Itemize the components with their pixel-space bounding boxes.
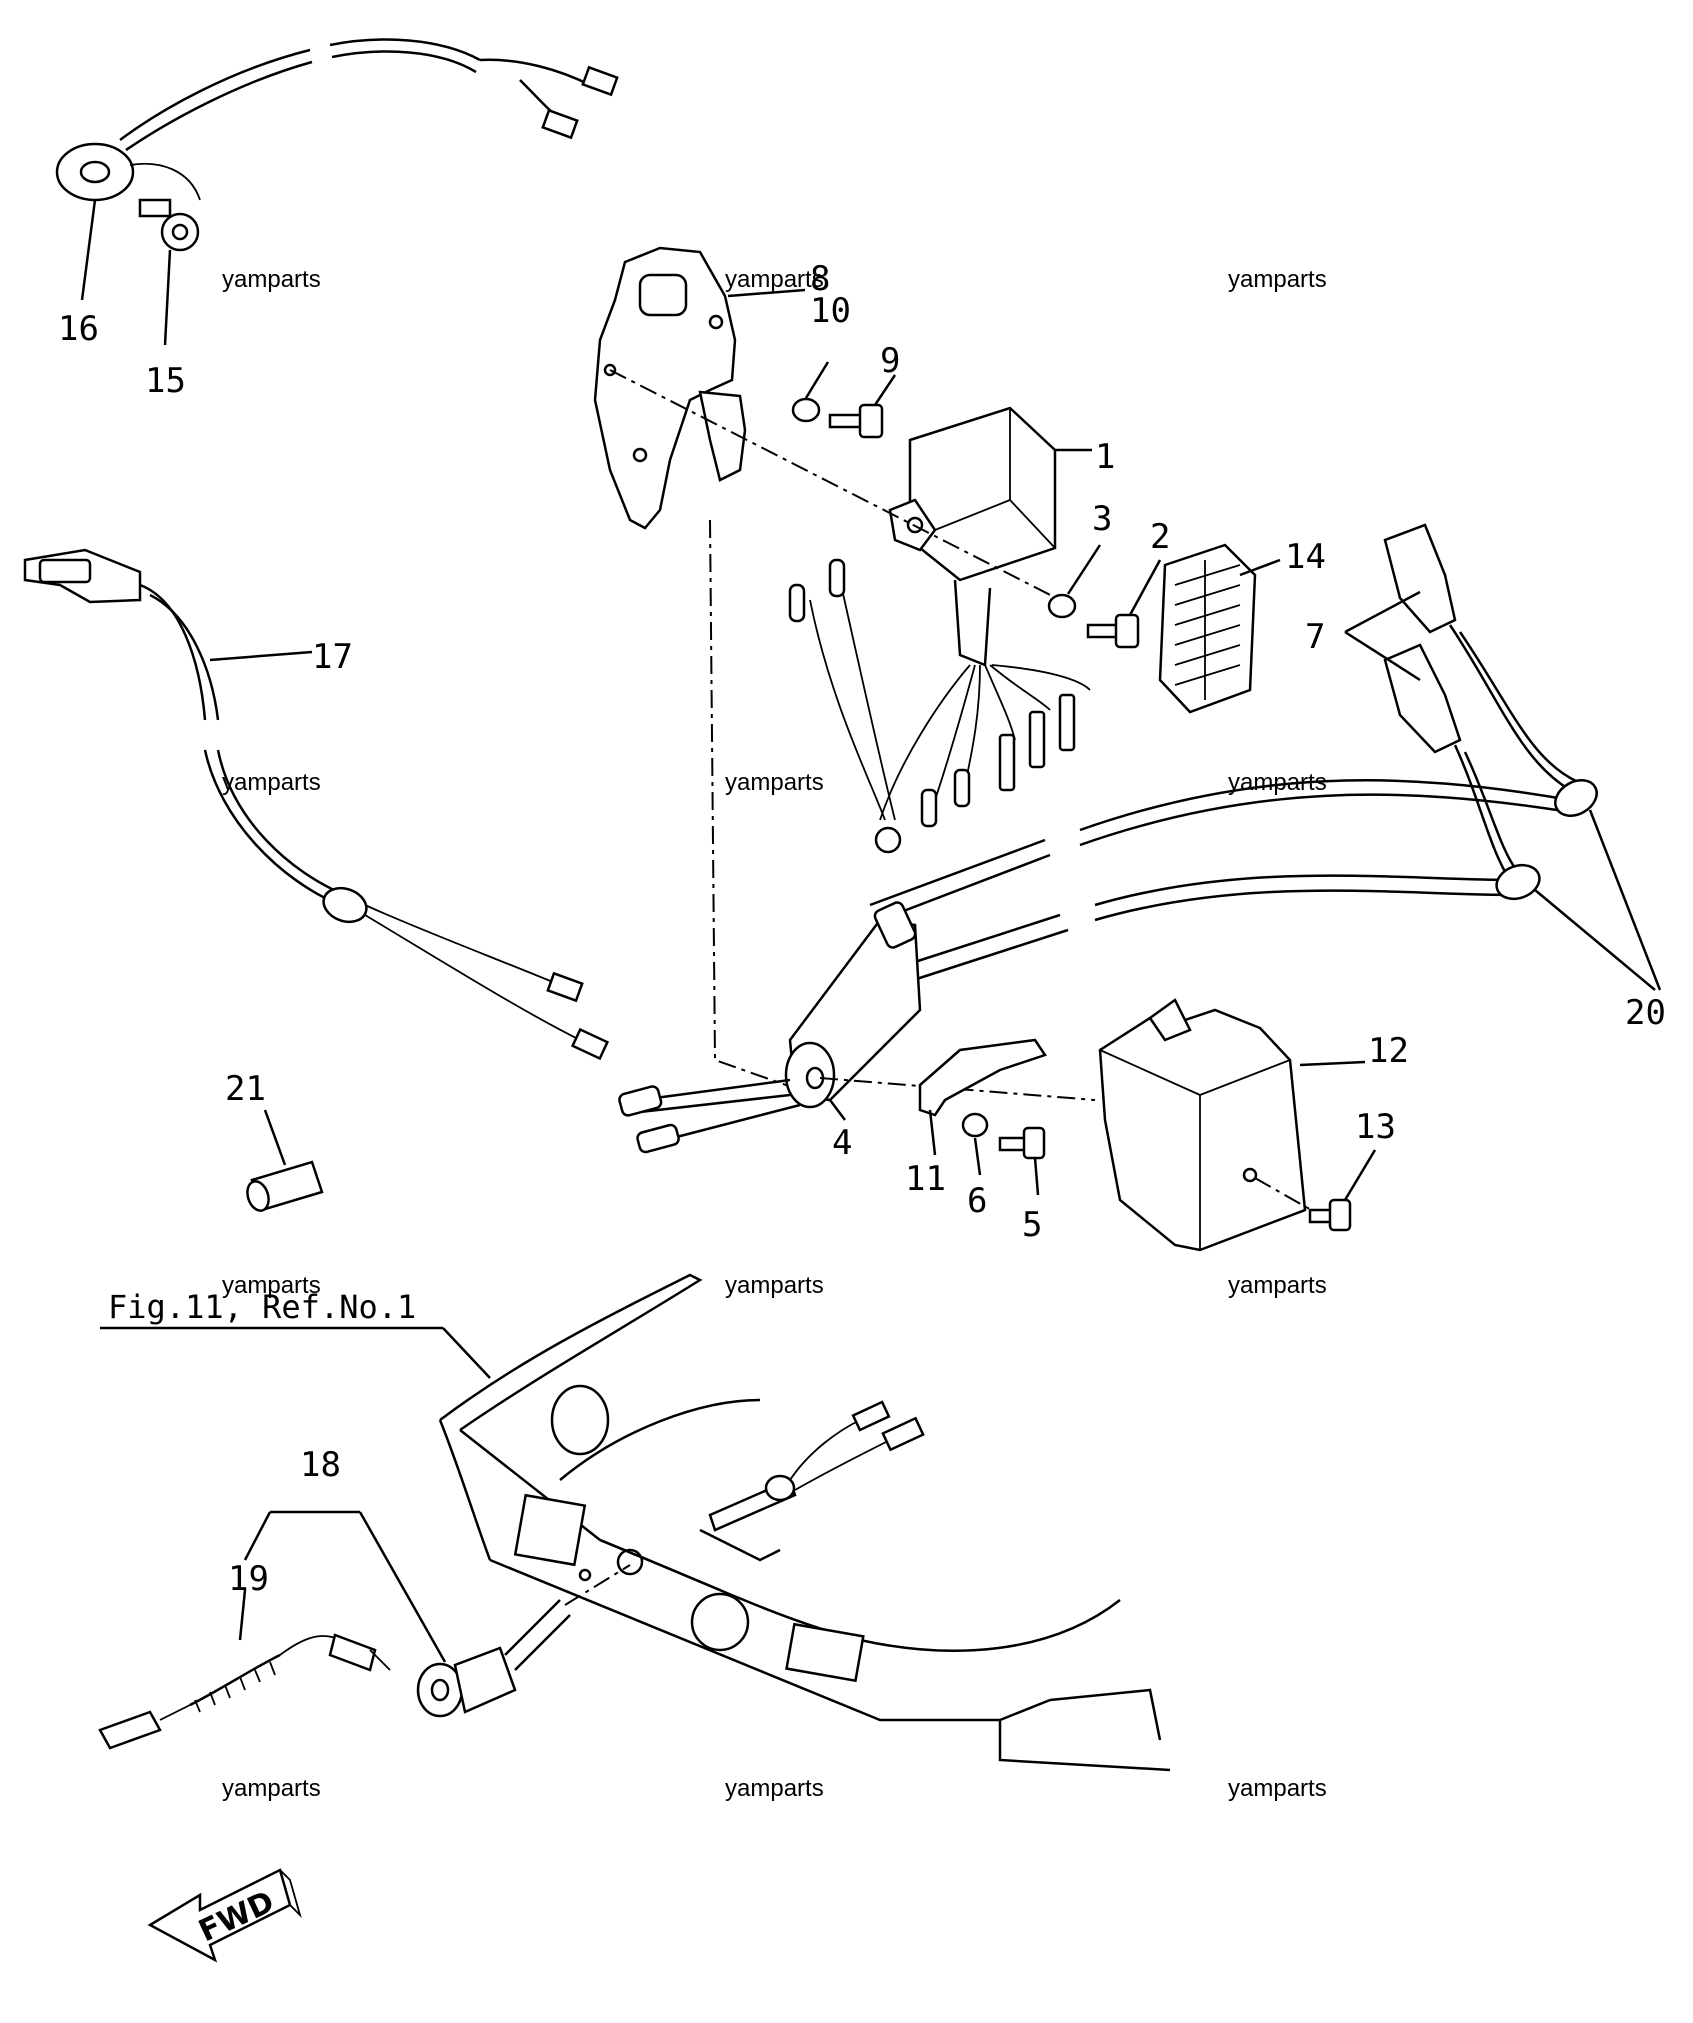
watermark: yamparts xyxy=(1228,769,1327,796)
leader-7a xyxy=(1344,590,1421,634)
leader-17 xyxy=(209,650,313,662)
leader-2 xyxy=(1128,559,1162,616)
callout-18: 18 xyxy=(300,1445,341,1485)
leader-4 xyxy=(829,1099,846,1121)
callout-19: 19 xyxy=(228,1559,269,1599)
leader-8 xyxy=(727,288,806,298)
leader-14 xyxy=(1239,558,1281,577)
terminal-block xyxy=(1158,543,1257,714)
leader-10 xyxy=(804,361,830,399)
watermark: yamparts xyxy=(222,1272,321,1299)
callout-20: 20 xyxy=(1625,993,1666,1033)
leader-18a xyxy=(243,1511,272,1561)
coil-clamp xyxy=(918,1038,1047,1117)
callout-10: 10 xyxy=(810,291,851,331)
cdi-unit xyxy=(888,406,1057,667)
callout-7: 7 xyxy=(1305,617,1325,657)
watermark: yamparts xyxy=(222,769,321,796)
bolt-5 xyxy=(998,1126,1046,1160)
callout-2: 2 xyxy=(1150,517,1170,557)
leader-7b xyxy=(1344,630,1421,682)
watermark: yamparts xyxy=(222,1775,321,1802)
watermark: yamparts xyxy=(1228,266,1327,293)
leader-11 xyxy=(928,1109,937,1156)
leader-19 xyxy=(238,1589,247,1641)
callout-16: 16 xyxy=(58,309,99,349)
callout-9: 9 xyxy=(880,341,900,381)
leader-18b xyxy=(358,1511,447,1663)
leader-21 xyxy=(263,1109,287,1166)
callout-17: 17 xyxy=(312,637,353,677)
leader-13 xyxy=(1343,1149,1377,1201)
washer-6 xyxy=(961,1112,989,1138)
small-spring-part xyxy=(246,1160,324,1212)
callout-5: 5 xyxy=(1022,1205,1042,1245)
bolt-13 xyxy=(1308,1198,1352,1232)
bolt-9 xyxy=(828,403,884,439)
cdi-wire-harness xyxy=(788,558,1091,854)
leader-3 xyxy=(1066,544,1102,595)
callout-6: 6 xyxy=(967,1181,987,1221)
alignment-line-2 xyxy=(709,519,801,1091)
figref-leader xyxy=(442,1327,491,1379)
leader-16 xyxy=(80,199,97,301)
leader-9 xyxy=(873,374,897,406)
watermark: yamparts xyxy=(725,266,824,293)
extension-cable xyxy=(23,548,610,1061)
callout-3: 3 xyxy=(1092,499,1112,539)
watermark: yamparts xyxy=(725,1272,824,1299)
watermark: yamparts xyxy=(725,769,824,796)
callout-8: 8 xyxy=(810,259,830,299)
callout-12: 12 xyxy=(1368,1031,1409,1071)
callout-14: 14 xyxy=(1285,537,1326,577)
leader-20b xyxy=(1534,889,1656,991)
alignment-line-1 xyxy=(609,369,1061,601)
high-tension-cables xyxy=(869,779,1598,987)
leader-6 xyxy=(973,1137,982,1176)
figure-reference: Fig.11, Ref.No.1 xyxy=(108,1288,416,1326)
ignition-coil xyxy=(618,901,922,1154)
alignment-line-4 xyxy=(1254,1177,1321,1216)
leader-12 xyxy=(1299,1060,1366,1067)
callout-13: 13 xyxy=(1355,1107,1396,1147)
washer-3 xyxy=(1047,593,1077,619)
watermark: yamparts xyxy=(1228,1272,1327,1299)
electrical-cover xyxy=(1098,998,1307,1252)
spark-plug-caps xyxy=(1383,523,1579,881)
bolt-2 xyxy=(1086,613,1140,649)
callout-1: 1 xyxy=(1095,437,1115,477)
watermark: yamparts xyxy=(222,266,321,293)
leader-15 xyxy=(163,249,172,346)
cowling-wiring xyxy=(708,1400,925,1532)
watermark: yamparts xyxy=(725,1775,824,1802)
watermark: yamparts xyxy=(1228,1775,1327,1802)
callout-11: 11 xyxy=(905,1159,946,1199)
callout-21: 21 xyxy=(225,1069,266,1109)
leader-5 xyxy=(1033,1157,1040,1196)
bottom-cowling xyxy=(438,1273,1171,1772)
forward-direction-arrow[interactable]: FWD xyxy=(147,1868,302,1963)
callout-15: 15 xyxy=(145,361,186,401)
stop-switch xyxy=(416,1564,631,1718)
leader-20a xyxy=(1588,809,1662,991)
callout-4: 4 xyxy=(832,1123,852,1163)
sensor-lead-assembly xyxy=(55,38,619,252)
lanyard-cord xyxy=(98,1633,391,1750)
mounting-bracket xyxy=(593,246,747,530)
washer-10 xyxy=(791,397,821,423)
